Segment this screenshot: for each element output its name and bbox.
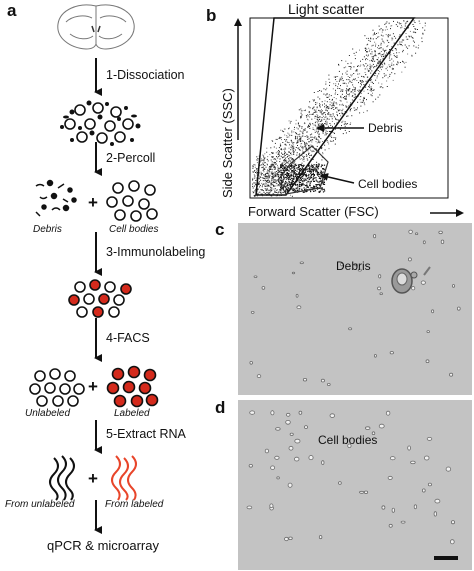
label-unlabeled: Unlabeled <box>25 408 71 419</box>
panel-letter-a: a <box>7 1 17 20</box>
label-cell-bodies: Cell bodies <box>109 224 159 235</box>
panel-letter-d: d <box>215 398 226 417</box>
label-labeled: Labeled <box>114 408 150 419</box>
cell-body-particles <box>246 410 458 560</box>
mixed-suspension <box>64 102 134 144</box>
plus-percoll: + <box>88 193 98 212</box>
cells-arrow <box>320 173 355 184</box>
x-axis-label: Forward Scatter (FSC) <box>248 204 379 219</box>
micrograph-cell-bodies: Cell bodies <box>238 400 472 570</box>
rna-unlabeled-icon <box>49 455 75 501</box>
debris-annotation: Debris <box>368 121 403 135</box>
label-debris: Debris <box>33 224 62 235</box>
step-immunolabeling: 3-Immunolabeling <box>106 245 206 259</box>
cell-body-gate <box>277 145 329 195</box>
brain-section-icon <box>57 4 135 50</box>
rna-labeled-icon <box>111 455 137 501</box>
debris-particles <box>249 229 461 386</box>
labeled-cells <box>106 365 159 408</box>
light-scatter-gate <box>255 17 416 196</box>
step-extract-rna: 5-Extract RNA <box>106 427 186 441</box>
step-percoll: 2-Percoll <box>106 151 156 165</box>
immunolabeled-cells <box>68 279 132 318</box>
plus-facs: + <box>88 377 98 396</box>
cell-bodies-annotation: Cell bodies <box>358 177 418 191</box>
label-from-labeled: From labeled <box>105 499 164 510</box>
scatter-title: Light scatter <box>288 1 365 17</box>
scale-bar <box>434 556 458 560</box>
panel-letter-c: c <box>215 220 225 239</box>
micrograph-c-label: Debris <box>336 259 371 273</box>
unlabeled-cells <box>29 368 85 407</box>
micrograph-debris: Debris <box>238 223 472 395</box>
scatter-events <box>252 20 426 197</box>
micrograph-d-label: Cell bodies <box>318 433 378 447</box>
mixed-debris <box>60 100 141 146</box>
plus-rna: + <box>88 469 98 488</box>
y-axis-label: Side Scatter (SSC) <box>220 88 235 198</box>
debris-clump-icon <box>391 266 431 294</box>
scatter-plot <box>234 17 464 217</box>
workflow-diagram <box>29 4 159 534</box>
step-dissociation: 1-Dissociation <box>106 68 185 82</box>
debris-fragments <box>35 179 77 217</box>
step-facs: 4-FACS <box>106 331 150 345</box>
panel-letter-b: b <box>206 6 217 25</box>
label-from-unlabeled: From unlabeled <box>5 499 75 510</box>
final-step: qPCR & microarray <box>47 538 159 553</box>
cell-bodies-clean <box>106 180 158 222</box>
